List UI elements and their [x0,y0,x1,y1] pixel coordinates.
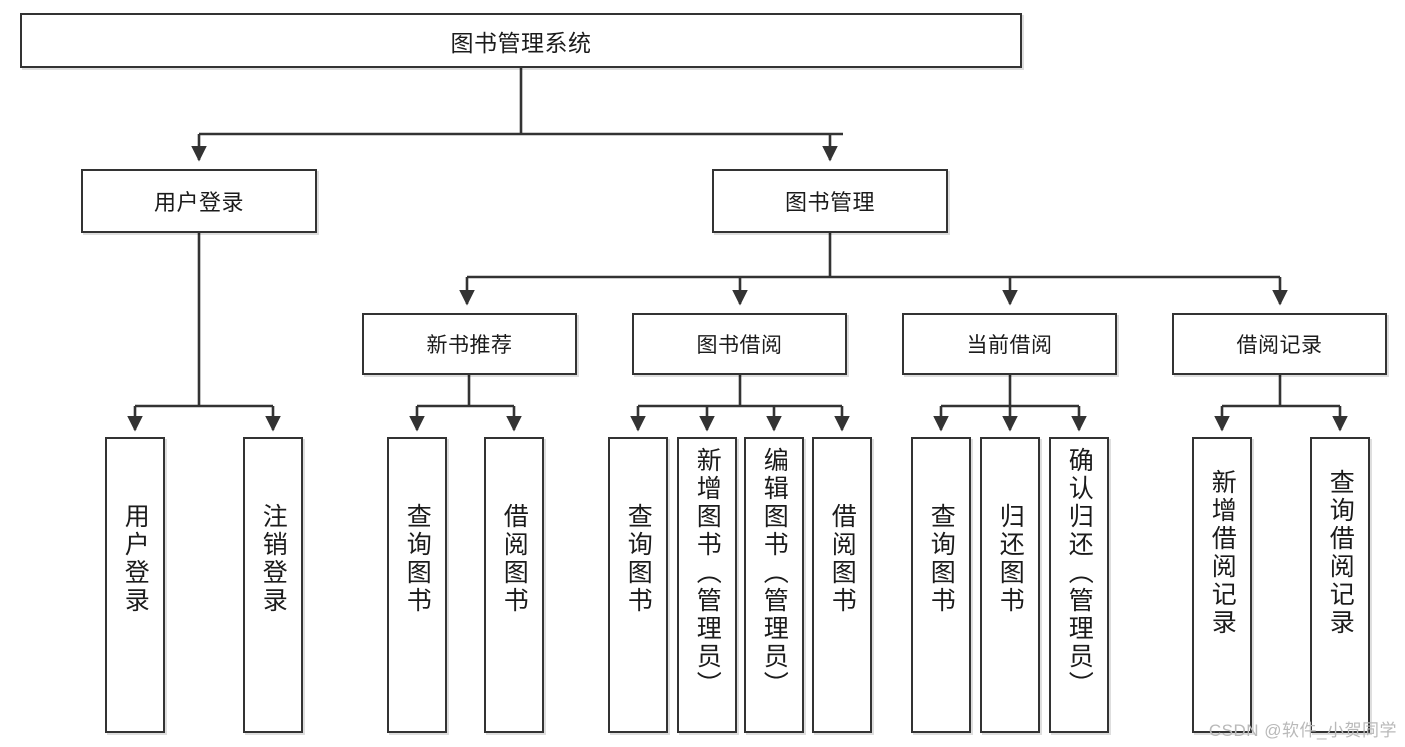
node-label: 查询图书 [927,503,956,615]
node-label: 查询借阅记录 [1326,469,1355,637]
leaf-borrow-borrow-book[interactable]: 借阅图书 [812,437,872,733]
node-label: 图书借阅 [696,334,783,357]
leaf-new-book-query[interactable]: 查询图书 [387,437,447,733]
node-label: 新增图书（管理员） [693,447,722,699]
node-label: 图书管理系统 [450,29,592,56]
node-user-login[interactable]: 用户登录 [81,169,317,233]
node-label: 用户登录 [153,190,244,215]
node-label: 新书推荐 [426,334,513,357]
node-label: 借阅图书 [828,503,857,615]
node-label: 查询图书 [403,503,432,615]
node-label: 用户登录 [121,503,150,615]
node-label: 当前借阅 [966,334,1053,357]
node-label: 注销登录 [259,503,288,615]
leaf-borrow-query-book[interactable]: 查询图书 [608,437,668,733]
watermark-text: CSDN @软件_小贺同学 [1208,721,1397,740]
node-label: 图书管理 [784,190,875,215]
leaf-borrow-edit-book[interactable]: 编辑图书（管理员） [744,437,804,733]
node-label: 新增借阅记录 [1208,469,1237,637]
leaf-borrow-add-book[interactable]: 新增图书（管理员） [677,437,737,733]
node-label: 借阅记录 [1236,334,1323,357]
node-current-borrow[interactable]: 当前借阅 [902,313,1117,375]
leaf-current-confirm-return[interactable]: 确认归还（管理员） [1049,437,1109,733]
leaf-current-return-book[interactable]: 归还图书 [980,437,1040,733]
node-book-borrow[interactable]: 图书借阅 [632,313,847,375]
node-label: 确认归还（管理员） [1065,447,1094,699]
node-label: 编辑图书（管理员） [760,447,789,699]
leaf-record-query-record[interactable]: 查询借阅记录 [1310,437,1370,733]
node-book-management[interactable]: 图书管理 [712,169,948,233]
leaf-new-book-borrow[interactable]: 借阅图书 [484,437,544,733]
leaf-user-login-login[interactable]: 用户登录 [105,437,165,733]
node-borrow-record[interactable]: 借阅记录 [1172,313,1387,375]
node-label: 借阅图书 [500,503,529,615]
leaf-user-login-logout[interactable]: 注销登录 [243,437,303,733]
leaf-record-add-record[interactable]: 新增借阅记录 [1192,437,1252,733]
node-root-system[interactable]: 图书管理系统 [20,13,1022,68]
node-label: 查询图书 [624,503,653,615]
node-label: 归还图书 [996,503,1025,615]
node-new-book-recommend[interactable]: 新书推荐 [362,313,577,375]
leaf-current-query-book[interactable]: 查询图书 [911,437,971,733]
